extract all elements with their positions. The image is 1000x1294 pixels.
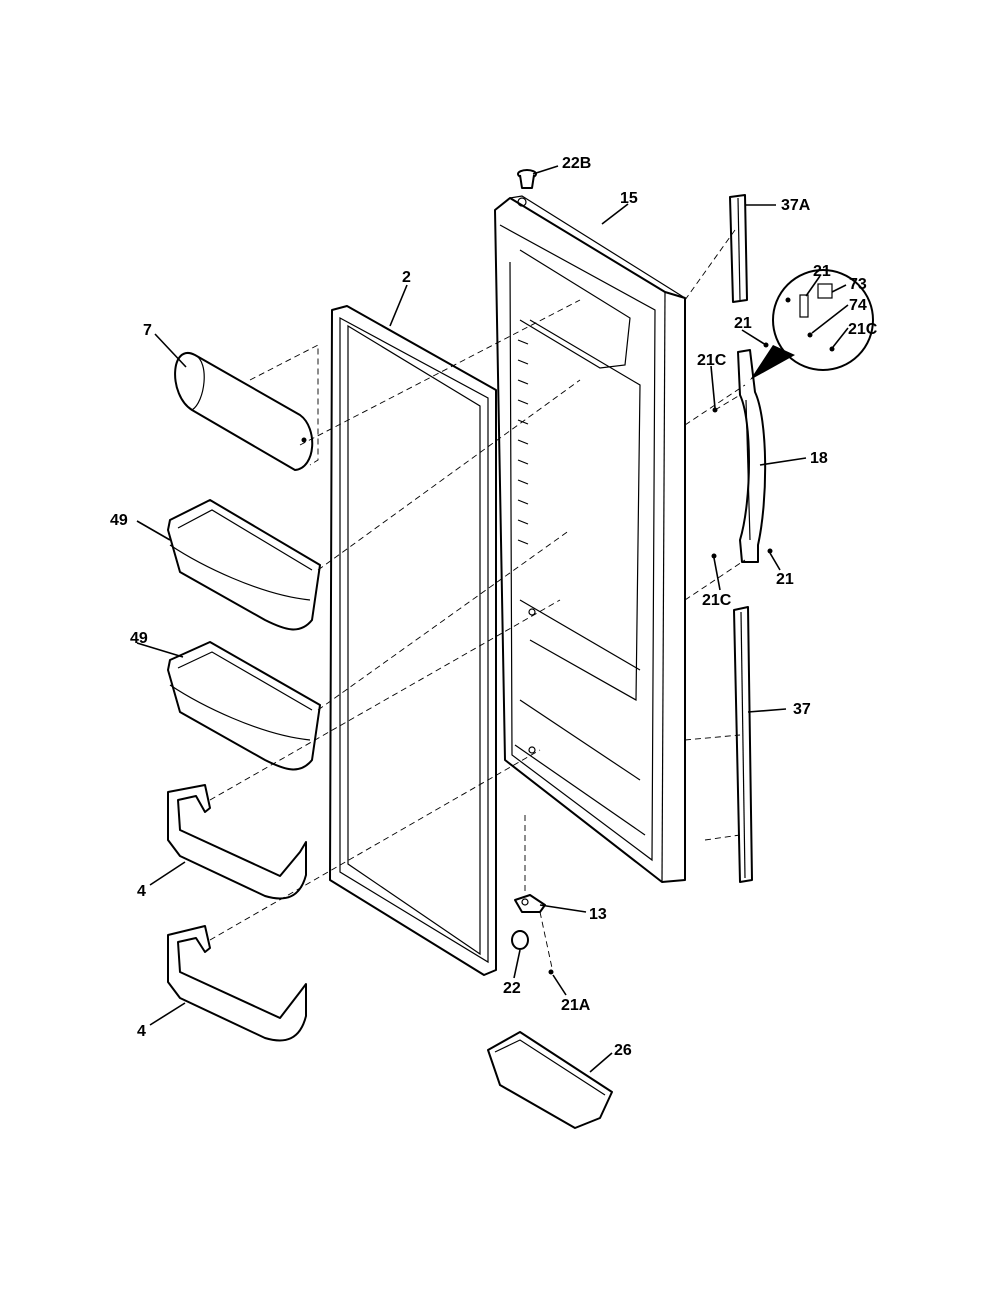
callout-2: 2 xyxy=(402,269,411,286)
hinge-bracket xyxy=(514,894,546,913)
callout-22: 22 xyxy=(503,980,521,997)
callout-7: 7 xyxy=(143,322,152,339)
bushing xyxy=(511,930,529,950)
callout-21a: 21A xyxy=(561,997,591,1014)
callout-73: 73 xyxy=(849,276,867,293)
door-shelf-upper xyxy=(167,784,307,900)
door-bin-lower xyxy=(167,641,321,771)
callout-22b: 22B xyxy=(562,155,591,172)
assembly-lines xyxy=(209,229,746,969)
leader-lines xyxy=(136,165,849,1073)
door-shelf-ribs xyxy=(517,339,529,545)
bin-26 xyxy=(487,1031,613,1129)
callout-13: 13 xyxy=(589,906,607,923)
door-panel xyxy=(494,195,686,883)
handle xyxy=(737,349,767,563)
detail-circle xyxy=(750,269,874,380)
callout-37a: 37A xyxy=(781,197,811,214)
callout-21-upper: 21 xyxy=(734,315,752,332)
callout-49-upper: 49 xyxy=(110,512,128,529)
callout-4-lower: 4 xyxy=(137,1023,146,1040)
door-gasket xyxy=(329,305,497,976)
door-bin-upper xyxy=(167,499,321,631)
callout-74: 74 xyxy=(849,297,867,314)
cap-22b xyxy=(517,169,537,189)
callout-49-lower: 49 xyxy=(130,630,148,647)
callout-4-upper: 4 xyxy=(137,883,146,900)
callout-21c-detail: 21C xyxy=(848,321,878,338)
door-shelf-lower xyxy=(167,925,307,1042)
callout-21c-lower: 21C xyxy=(702,592,732,609)
callout-37: 37 xyxy=(793,701,811,718)
callout-15: 15 xyxy=(620,190,638,207)
trim-strip-37a xyxy=(729,194,748,303)
callout-21-detail: 21 xyxy=(813,263,831,280)
callout-21-lower: 21 xyxy=(776,571,794,588)
dairy-bin xyxy=(174,352,314,471)
callout-18: 18 xyxy=(810,450,828,467)
trim-strip-37 xyxy=(733,606,753,883)
callout-26: 26 xyxy=(614,1042,632,1059)
callout-21c-upper: 21C xyxy=(697,352,727,369)
callout-labels: 22B 15 37A 21 73 74 21C 21 21C 2 7 18 49… xyxy=(110,155,878,1059)
